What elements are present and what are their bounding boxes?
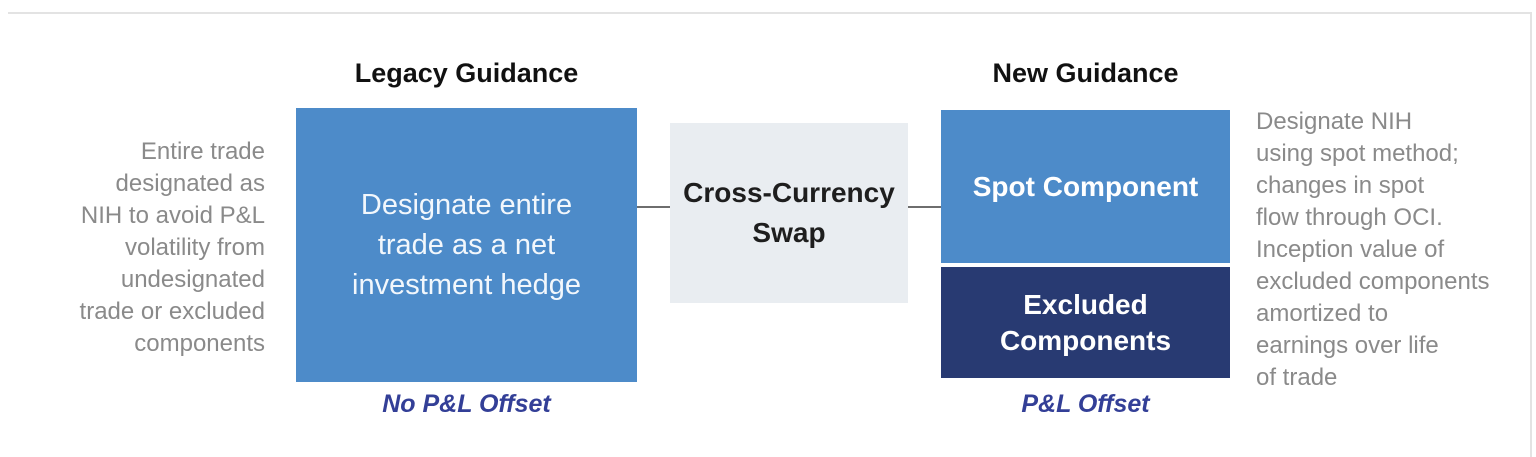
excluded-components-label: Excluded Components [999,288,1172,356]
new-guidance-note-text: Designate NIH using spot method; changes… [1256,108,1490,391]
pl-offset-caption: P&L Offset [1021,390,1150,418]
card-right-border [1530,12,1532,457]
cross-currency-swap-box: Cross-Currency Swap [670,123,908,303]
connector-line-left [637,206,670,208]
legacy-note-text: Entire trade designated as NIH to avoid … [79,138,265,357]
spot-component-label: Spot Component [972,170,1199,202]
spot-component-box: Spot Component [941,110,1230,263]
no-pl-offset-caption: No P&L Offset [382,390,551,418]
connector-line-right [908,206,941,208]
cross-currency-swap-label: Cross-Currency Swap [683,177,895,248]
new-guidance-heading: New Guidance [992,58,1179,88]
legacy-hedge-box: Designate entire trade as a net investme… [296,108,637,382]
legacy-hedge-box-label: Designate entire trade as a net investme… [352,189,581,301]
legacy-guidance-heading: Legacy Guidance [354,58,579,88]
excluded-components-box: Excluded Components [941,267,1230,378]
card-top-border [8,12,1532,14]
